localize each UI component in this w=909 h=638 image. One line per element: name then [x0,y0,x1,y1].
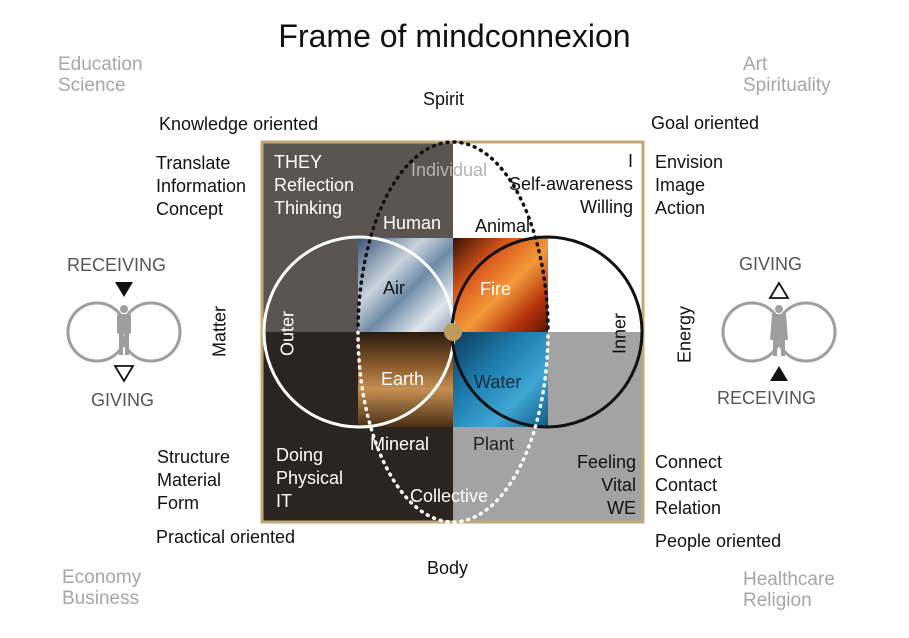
kingdom-animal-label: Animal [475,216,531,236]
element-air-label: Air [383,278,405,298]
right-figure-top-label: GIVING [739,254,803,274]
axis-bottom-label: Body [427,558,469,578]
outside-list-bottom-right: Connect Contact Relation [655,451,722,520]
quadrant-line: THEY [274,152,323,172]
orientation-top-left: Knowledge oriented [159,114,319,134]
outside-list-item: Contact [655,475,718,495]
quadrant-bottom-right-text: Feeling Vital WE [520,451,636,520]
orientation-bottom-right: People oriented [655,531,782,551]
diagram-title: Frame of mindconnexion [278,18,631,54]
left-figure-top-label: RECEIVING [67,255,167,275]
corner-top-right-line-2: Spirituality [743,75,831,96]
outside-list-item: Structure [157,447,231,467]
collective-circle-bottom [356,330,550,524]
orientation-top-right: Goal oriented [651,113,760,133]
quadrant-top-right-text: I Self-awareness Willing [480,150,633,219]
collective-label: Collective [410,486,489,506]
corner-bottom-left-line-2: Business [62,588,140,609]
outside-list-item: Material [157,470,222,490]
outside-list-item: Relation [655,498,722,518]
outside-list-item: Concept [156,199,224,219]
quadrant-line: I [627,151,633,171]
corner-top-right: Art Spirituality [743,54,831,96]
corner-top-left: Education Science [58,54,143,96]
quadrant-line: Self-awareness [508,174,633,194]
outside-list-item: Connect [655,452,723,472]
left-down-triangle-outline [113,365,135,383]
right-figure-icon [721,301,837,363]
corner-bottom-left-line-1: Economy [62,567,142,588]
quadrant-line: WE [607,498,636,518]
quadrant-line: IT [276,491,292,511]
outside-list-item: Envision [655,152,724,172]
outer-label: Outer [277,310,298,357]
corner-bottom-left: Economy Business [62,567,141,609]
earth-tile [358,332,453,427]
outside-list-top-right: Envision Image Action [655,151,723,220]
corner-bottom-right-line-2: Religion [743,590,812,611]
quadrant-line: Vital [601,475,636,495]
corner-bottom-right: Healthcare Religion [743,569,835,611]
right-up-triangle-outline [768,281,790,299]
element-fire-label: Fire [480,279,511,299]
individual-label: Individual [411,160,488,180]
outside-list-item: Image [655,175,706,195]
left-figure-icon [66,301,182,363]
outside-list-bottom-left: Structure Material Form [157,446,230,515]
outside-list-item: Translate [156,153,231,173]
left-figure-bottom-label: GIVING [91,390,155,410]
quadrant-line: Feeling [576,452,636,472]
kingdom-human-label: Human [383,213,442,233]
outside-list-top-left: Translate Information Concept [156,152,246,221]
water-tile [453,332,548,427]
outside-list-item: Information [156,176,247,196]
corner-top-left-line-2: Science [58,75,126,96]
individual-circle-top [356,140,550,334]
quadrant-top-left-text: THEY Reflection Thinking [274,151,354,220]
element-earth-label: Earth [381,369,425,389]
quadrant-line: Thinking [274,198,343,218]
corner-top-left-line-1: Education [58,54,143,75]
quadrant-line: Willing [579,197,633,217]
right-up-triangle-filled [770,366,788,381]
kingdom-plant-label: Plant [473,434,515,454]
quadrant-line: Doing [276,445,324,465]
left-down-triangle-filled [115,282,133,297]
outside-list-item: Form [157,493,199,513]
element-water-label: Water [474,372,522,392]
kingdom-mineral-label: Mineral [370,434,430,454]
axis-top-label: Spirit [423,89,465,109]
center-dot [444,323,462,341]
quadrant-bottom-left-text: Doing Physical IT [276,444,343,513]
quadrant-line: Physical [276,468,344,488]
right-figure-bottom-label: RECEIVING [717,388,817,408]
inner-label: Inner [609,312,630,355]
outside-list-item: Action [655,198,706,218]
orientation-bottom-left: Practical oriented [156,527,296,547]
corner-bottom-right-line-1: Healthcare [743,569,835,590]
quadrant-line: Reflection [274,175,355,195]
air-tile [358,238,453,332]
corner-top-right-line-1: Art [743,54,768,75]
fire-tile [453,238,548,332]
